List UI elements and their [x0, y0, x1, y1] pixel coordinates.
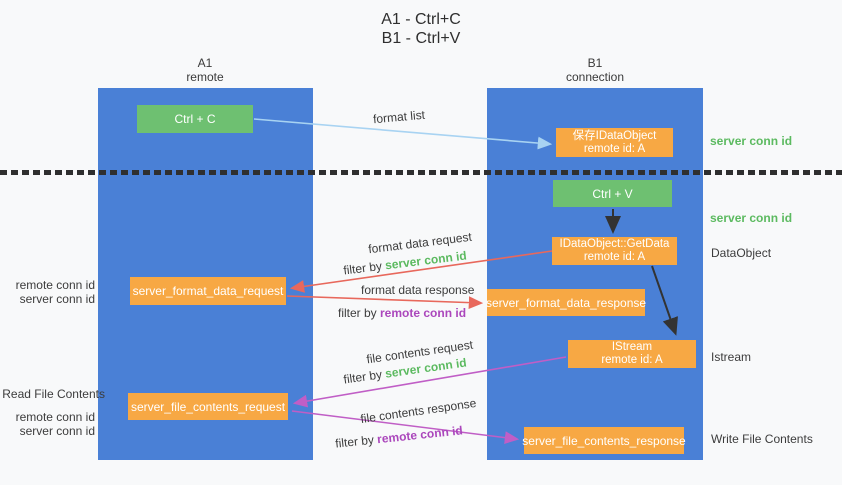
label-server-conn-id-right-2: server conn id	[710, 211, 793, 225]
label-file-contents-response: file contents response	[359, 395, 478, 427]
label-write-file-contents: Write File Contents	[711, 432, 813, 446]
node-save-idataobject-line2: remote id: A	[583, 142, 646, 155]
lane-header-b1: B1 connection	[535, 56, 655, 84]
node-save-idataobject-line1: 保存IDataObject	[572, 129, 657, 142]
label-filter-by-remote-conn-id-2: filter by remote conn id	[335, 423, 464, 450]
label-filter-by-remote-conn-id-1: filter by remote conn id	[338, 306, 466, 320]
label-format-data-response: format data response	[361, 283, 475, 297]
node-save-idataobject: 保存IDataObject remote id: A	[556, 128, 673, 157]
node-server-file-contents-response: server_file_contents_response	[522, 427, 686, 454]
node-file-response-label: server_file_contents_response	[522, 433, 686, 448]
lane-a1-sub: remote	[186, 70, 224, 84]
node-getdata-line1: IDataObject::GetData	[559, 238, 670, 250]
remote-conn-id-text: remote conn id	[380, 306, 467, 320]
node-file-request-label: server_file_contents_request	[130, 399, 286, 414]
node-format-response-label: server_format_data_response	[485, 295, 647, 310]
label-server-conn-id-right-1: server conn id	[710, 134, 793, 148]
title-line-1: A1 - Ctrl+C	[381, 11, 461, 28]
node-ctrl-v: Ctrl + V	[553, 180, 672, 207]
node-ctrl-c-label: Ctrl + C	[174, 112, 216, 126]
label-read-file-contents: Read File Contents	[2, 387, 105, 401]
remote-conn-id-text: remote conn id	[15, 410, 95, 424]
node-format-request-label: server_format_data_request	[132, 284, 284, 298]
node-ctrl-v-label: Ctrl + V	[592, 186, 633, 201]
remote-conn-id-text: remote conn id	[376, 423, 464, 447]
diagram-title: A1 - Ctrl+C B1 - Ctrl+V	[0, 10, 842, 48]
label-left-conn-ids-2: remote conn id server conn id	[0, 410, 95, 438]
label-filter-by-server-conn-id-1: filter by server conn id	[343, 248, 468, 277]
node-server-file-contents-request: server_file_contents_request	[128, 393, 288, 420]
filter-by-text: filter by	[342, 258, 387, 278]
filter-by-text: filter by	[338, 306, 381, 320]
remote-conn-id-text: remote conn id	[15, 278, 95, 292]
server-conn-id-text: server conn id	[19, 424, 95, 438]
dotted-separator-line	[0, 170, 842, 175]
node-istream-line1: IStream	[611, 341, 653, 353]
server-conn-id-text: server conn id	[19, 292, 95, 306]
node-server-format-data-response: server_format_data_response	[485, 289, 647, 316]
label-left-conn-ids-1: remote conn id server conn id	[0, 278, 95, 306]
lane-b1-sub: connection	[565, 70, 625, 84]
lane-b1-name: B1	[587, 56, 603, 70]
lane-a1-name: A1	[197, 56, 213, 70]
node-server-format-data-request: server_format_data_request	[130, 277, 286, 305]
label-dataobject: DataObject	[711, 246, 772, 260]
node-idataobject-getdata: IDataObject::GetData remote id: A	[552, 237, 677, 265]
filter-by-text: filter by	[342, 366, 387, 387]
node-istream-line2: remote id: A	[601, 354, 663, 366]
label-istream: Istream	[711, 350, 752, 364]
node-getdata-line2: remote id: A	[583, 251, 646, 263]
filter-by-text: filter by	[334, 432, 378, 451]
label-format-list: format list	[372, 107, 426, 127]
node-istream: IStream remote id: A	[568, 340, 696, 368]
title-line-2: B1 - Ctrl+V	[381, 30, 461, 47]
lane-header-a1: A1 remote	[145, 56, 265, 84]
arrow-format-data-response	[286, 295, 484, 309]
node-ctrl-c: Ctrl + C	[137, 105, 253, 133]
